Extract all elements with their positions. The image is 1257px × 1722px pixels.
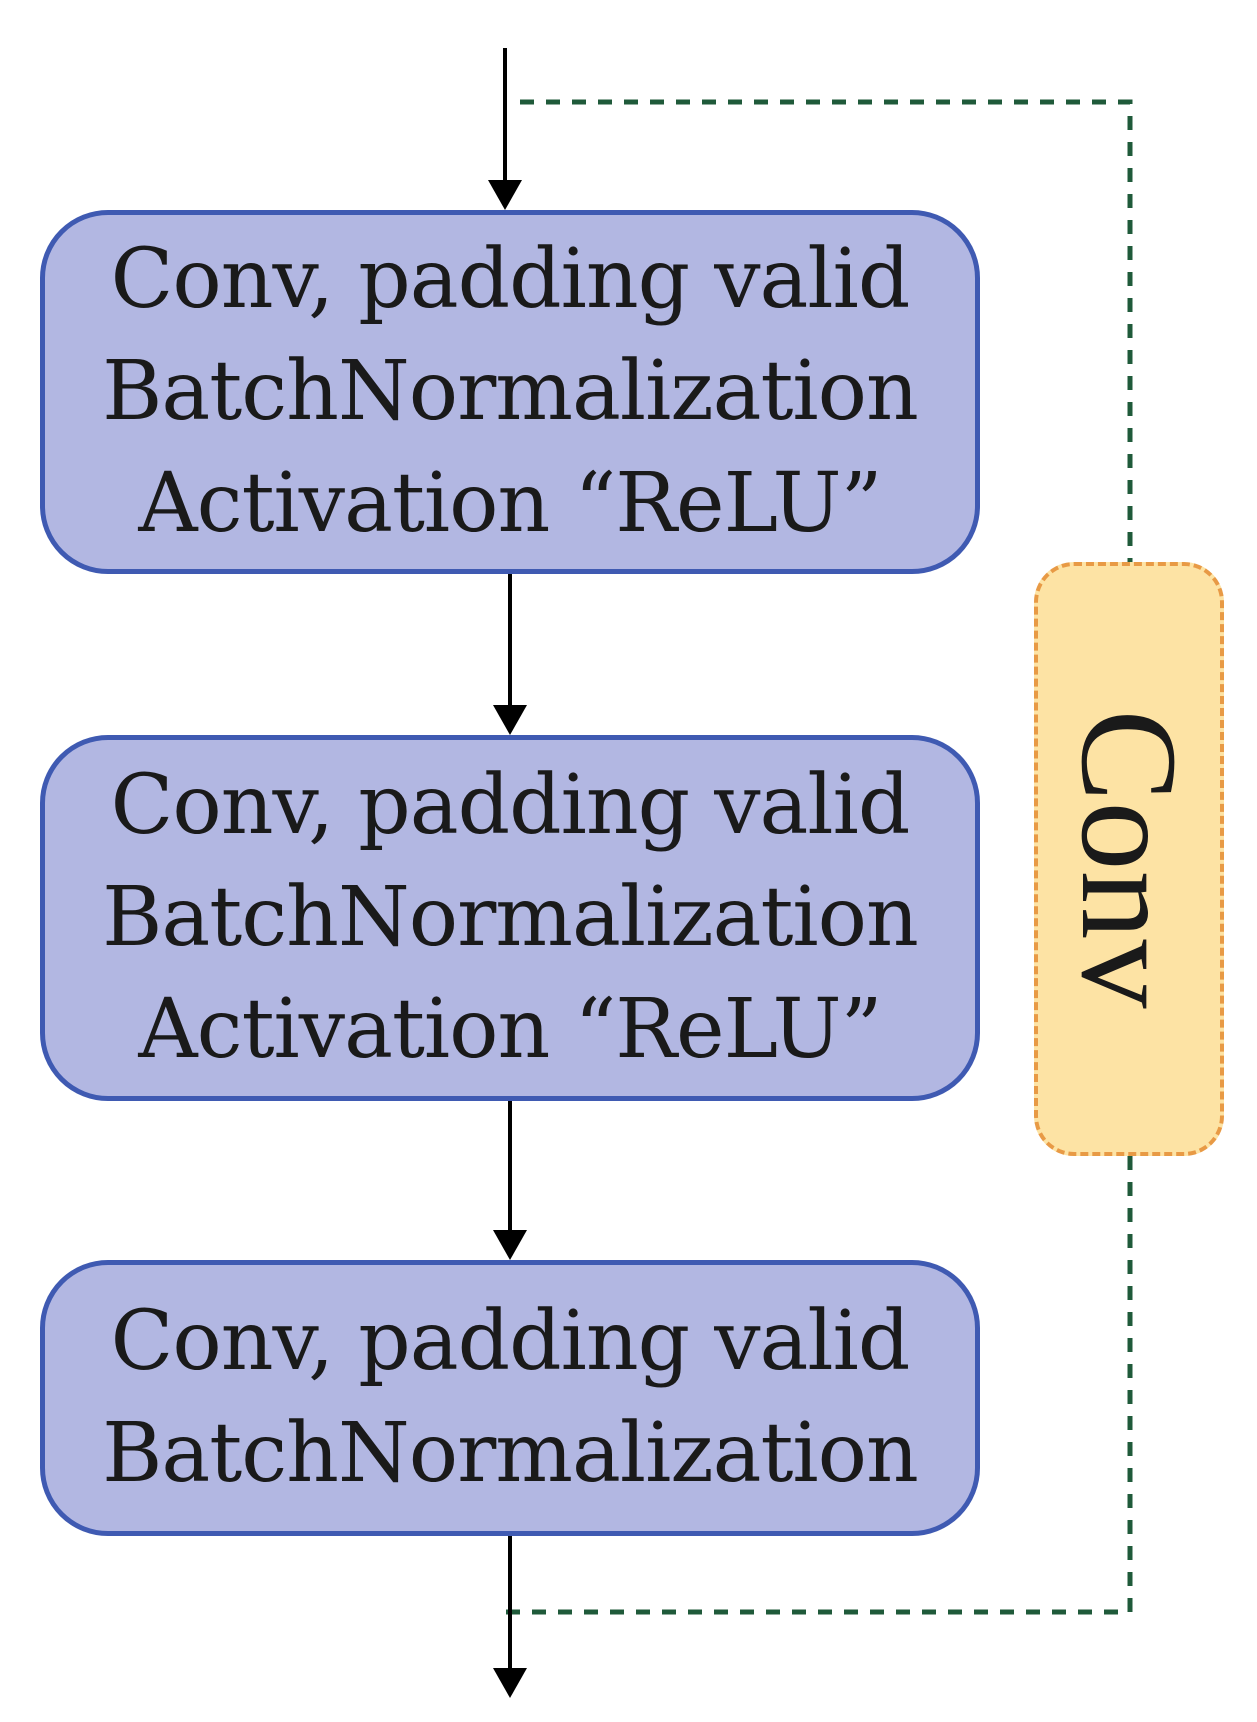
arrow-1-2-head <box>493 705 527 735</box>
conv-block-3: Conv, padding valid BatchNormalization <box>40 1260 980 1536</box>
block-3-batchnorm-label: BatchNormalization <box>102 1406 919 1501</box>
conv-block-2: Conv, padding valid BatchNormalization A… <box>40 735 980 1101</box>
block-1-batchnorm-label: BatchNormalization <box>102 344 919 439</box>
block-3-conv-label: Conv, padding valid <box>110 1294 911 1389</box>
output-arrowhead <box>493 1668 527 1698</box>
block-1-activation-label: Activation “ReLU” <box>138 456 882 551</box>
arrow-2-3-head <box>493 1230 527 1260</box>
skip-connection-top <box>520 99 1133 562</box>
block-1-conv-label: Conv, padding valid <box>110 232 911 327</box>
shortcut-conv-label: Conv <box>1053 709 1206 1009</box>
skip-connection-bottom <box>505 1156 1133 1615</box>
block-2-batchnorm-label: BatchNormalization <box>102 870 919 965</box>
shortcut-conv-block: Conv <box>1034 562 1224 1156</box>
input-arrowhead <box>488 180 522 210</box>
block-2-conv-label: Conv, padding valid <box>110 758 911 853</box>
block-2-activation-label: Activation “ReLU” <box>138 982 882 1077</box>
conv-block-1: Conv, padding valid BatchNormalization A… <box>40 210 980 574</box>
